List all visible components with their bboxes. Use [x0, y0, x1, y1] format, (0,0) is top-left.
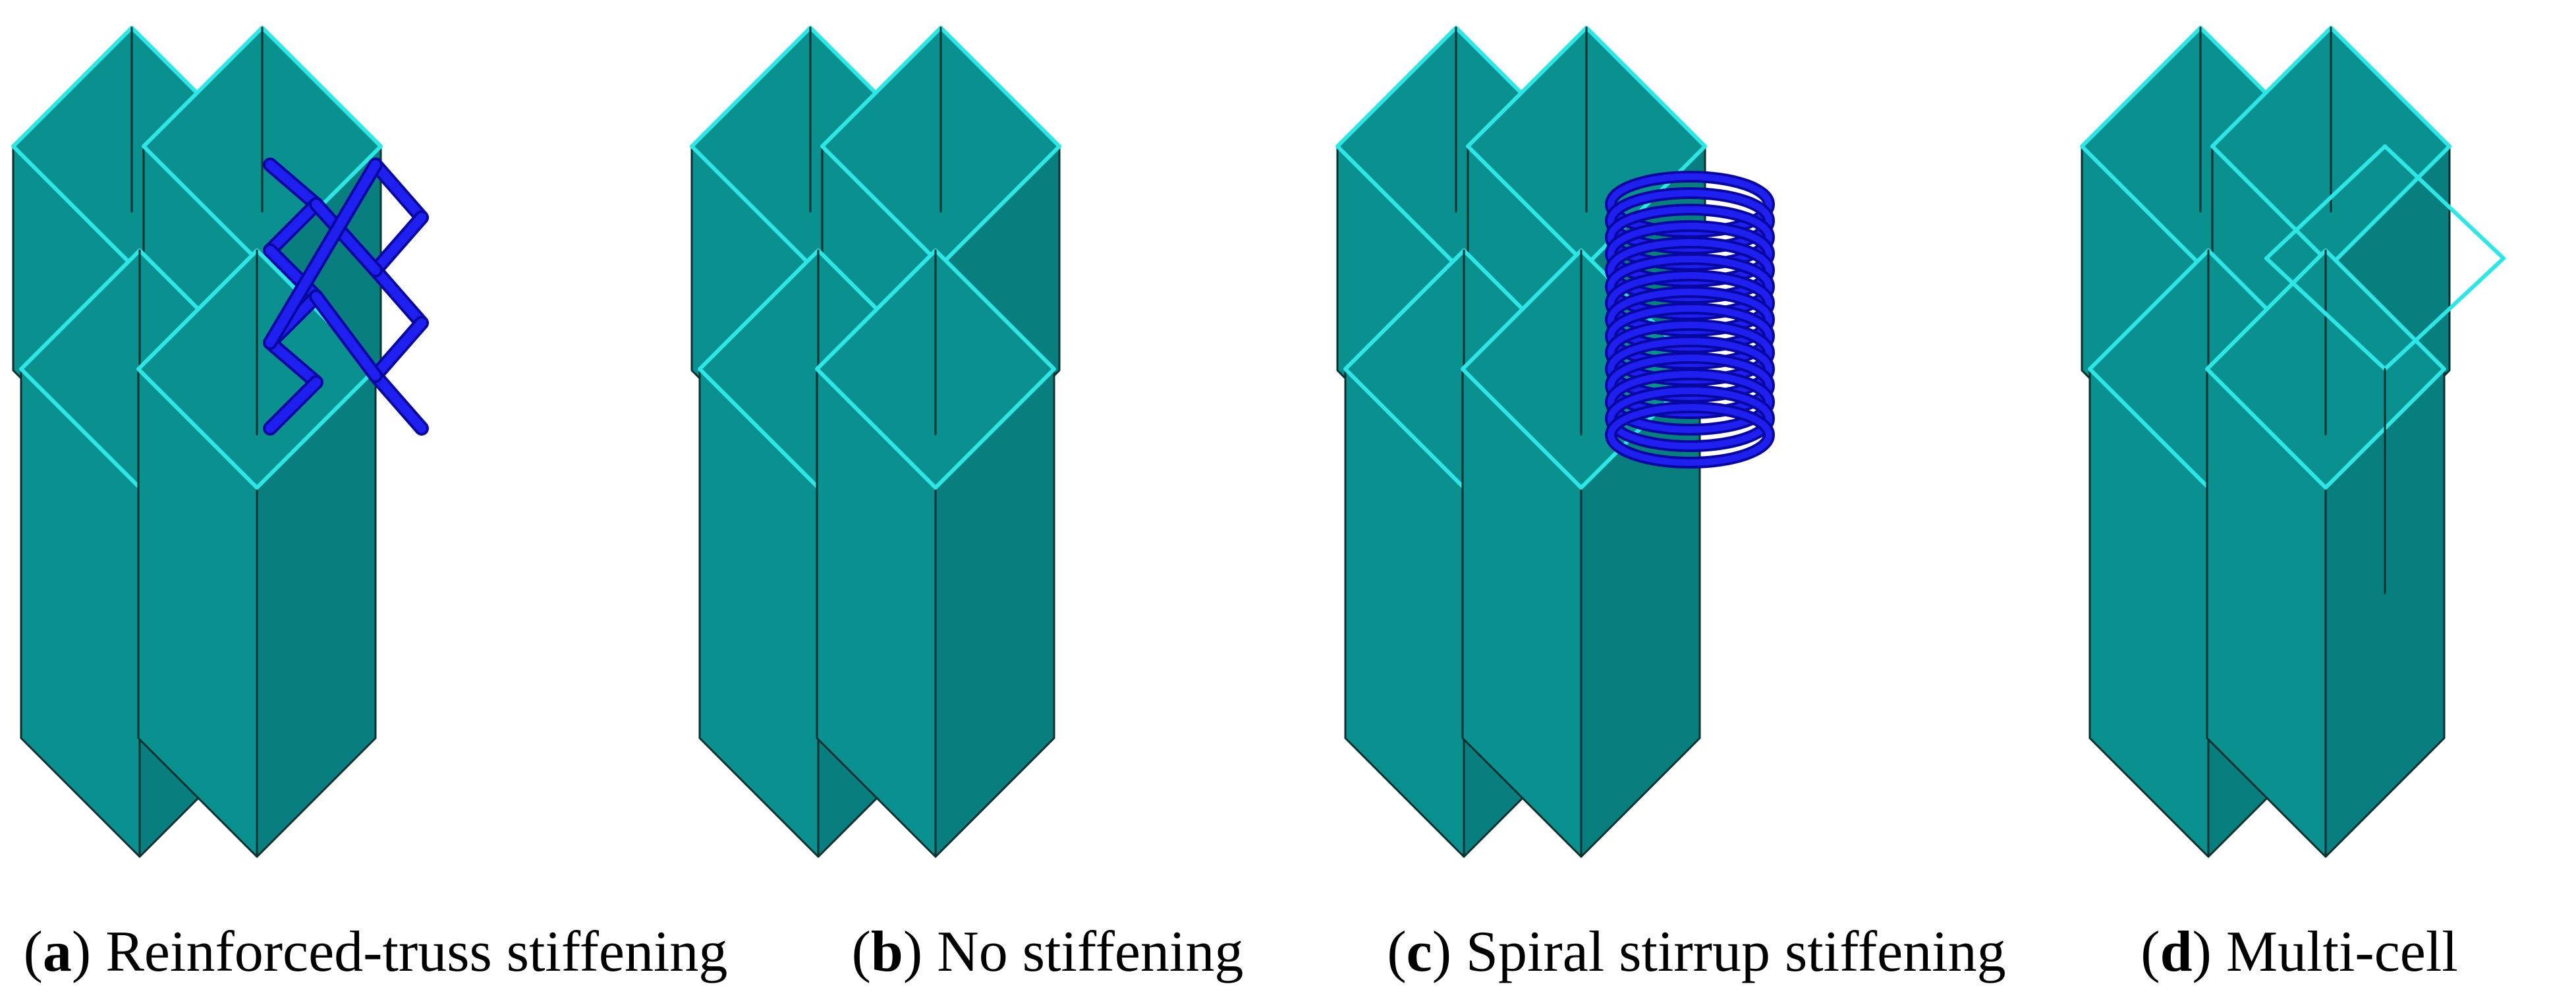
panel-a-truss-column [11, 26, 429, 858]
truss-member-0 [266, 160, 321, 209]
truss-member-8 [371, 266, 426, 328]
caption-d-letter: d [2160, 920, 2193, 984]
caption-a-letter: a [42, 920, 72, 984]
caption-b: (b) No stiffening [851, 920, 1244, 984]
truss-member-11 [312, 200, 380, 275]
caption-b-label: No stiffening [937, 920, 1244, 984]
truss-member-12 [312, 292, 380, 380]
caption-a-label: Reinforced-truss stiffening [105, 920, 728, 984]
cell-divider-upper [2264, 144, 2387, 260]
cell-divider-right-lower [2383, 256, 2506, 371]
truss-member-13 [266, 160, 380, 347]
truss-member-10 [371, 371, 426, 433]
truss-member-6 [371, 160, 426, 222]
spiral-turn-13 [1608, 388, 1772, 449]
truss-member-5 [266, 378, 321, 433]
truss-member-7 [371, 213, 426, 275]
spiral-turn-14 [1608, 404, 1772, 466]
truss-member-4 [266, 338, 321, 387]
cell-divider-right-upper [2383, 144, 2506, 260]
panel-b-plain-column [690, 26, 1061, 858]
truss-member-9 [371, 318, 426, 380]
spiral-turn-12 [1608, 371, 1772, 433]
caption-b-letter: b [870, 920, 903, 984]
panel-c-spiral-column [1335, 26, 1775, 858]
caption-a: (a) Reinforced-truss stiffening [23, 920, 728, 984]
caption-c-letter: c [1406, 920, 1432, 984]
cell-divider-lower [2264, 256, 2387, 371]
panel-d-multicell-column [2080, 26, 2506, 858]
truss-member-1 [266, 200, 321, 255]
caption-c-label: Spiral stirrup stiffening [1466, 920, 2006, 984]
caption-d-label: Multi-cell [2226, 920, 2458, 984]
caption-d: (d) Multi-cell [2141, 920, 2458, 984]
caption-c: (c) Spiral stirrup stiffening [1387, 920, 2006, 984]
